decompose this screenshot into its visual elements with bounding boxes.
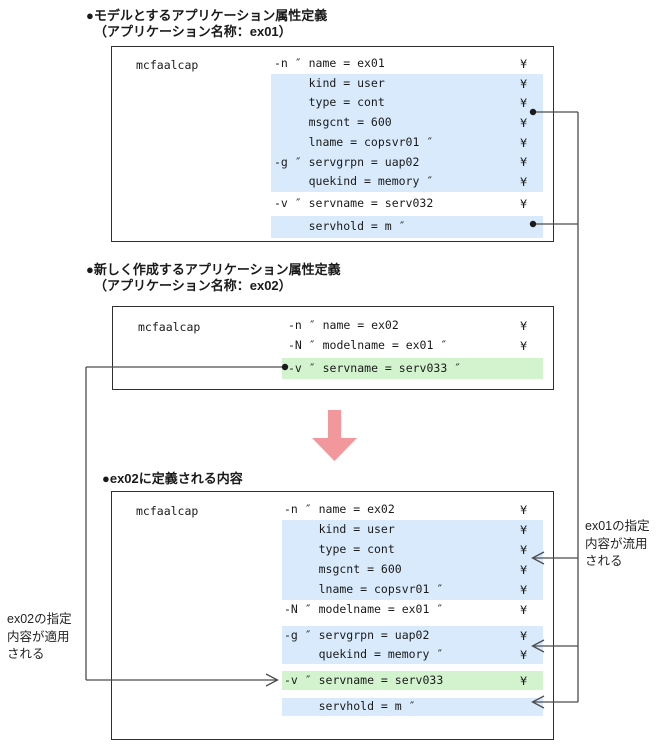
definition-line: -N ″ modelname = ex01 ″ ¥ bbox=[282, 600, 543, 620]
definition-line: msgcnt = 600 ¥ bbox=[271, 113, 543, 133]
definition-line: -n ″ name = ex01 ¥ bbox=[271, 54, 543, 74]
line-continuation-symbol: ¥ bbox=[520, 155, 527, 170]
line-continuation-symbol: ¥ bbox=[520, 673, 527, 688]
definition-text: lname = copsvr01 ″ bbox=[274, 134, 434, 149]
definition-text: servhold = m ″ bbox=[274, 218, 406, 233]
definition-line: quekind = memory ″ ¥ bbox=[282, 645, 543, 664]
definition-text: quekind = memory ″ bbox=[274, 174, 434, 189]
definition-line: servhold = m ″ bbox=[271, 215, 543, 238]
line-continuation-symbol: ¥ bbox=[520, 115, 527, 130]
line-continuation-symbol: ¥ bbox=[520, 196, 527, 211]
definition-text: -N ″ modelname = ex01 ″ bbox=[284, 602, 444, 617]
definition-text: -v ″ servname = serv033 ″ bbox=[288, 360, 462, 375]
definition-text: quekind = memory ″ bbox=[284, 646, 444, 661]
down-arrow-icon bbox=[312, 410, 357, 461]
definition-line: type = cont ¥ bbox=[282, 540, 543, 560]
annotation-line: される bbox=[585, 554, 623, 568]
line-continuation-symbol: ¥ bbox=[520, 135, 527, 150]
definition-text: lname = copsvr01 ″ bbox=[284, 582, 444, 597]
definition-text: -N ″ modelname = ex01 ″ bbox=[288, 337, 448, 352]
line-continuation-symbol: ¥ bbox=[520, 543, 527, 557]
section1-heading: ●モデルとするアプリケーション属性定義 bbox=[86, 8, 328, 23]
annotation-line: ex01の指定 bbox=[585, 519, 650, 533]
definition-lines: -n ″ name = ex02¥-N ″ modelname = ex01 ″… bbox=[282, 316, 543, 379]
definition-text: -g ″ servgrpn = uap02 bbox=[274, 154, 420, 169]
line-continuation-symbol: ¥ bbox=[520, 174, 527, 189]
definition-text: type = cont bbox=[274, 95, 385, 110]
definition-line: -g ″ servgrpn = uap02 ¥ bbox=[271, 152, 543, 173]
command-name: mcfaalcap bbox=[138, 320, 201, 334]
definition-text: msgcnt = 600 bbox=[284, 562, 402, 577]
section2-heading: ●新しく作成するアプリケーション属性定義 bbox=[86, 262, 341, 277]
definition-text: -v ″ servname = serv032 bbox=[274, 195, 434, 210]
definition-line: -g ″ servgrpn = uap02 ¥ bbox=[282, 626, 543, 645]
line-continuation-symbol: ¥ bbox=[520, 318, 527, 333]
definition-text: -n ″ name = ex02 bbox=[284, 502, 395, 517]
section1-subheading: （アプリケーション名称：ex01） bbox=[94, 24, 292, 39]
definition-text: -n ″ name = ex02 bbox=[288, 318, 399, 333]
definition-line: kind = user ¥ bbox=[271, 73, 543, 94]
command-name: mcfaalcap bbox=[136, 58, 199, 72]
line-continuation-symbol: ¥ bbox=[520, 563, 527, 577]
annotation-line: 内容が流用 bbox=[585, 536, 648, 551]
definition-lines: -n ″ name = ex02 ¥ kind = user ¥ type = co… bbox=[282, 500, 543, 716]
line-continuation-symbol: ¥ bbox=[520, 583, 527, 597]
definition-lines: -n ″ name = ex01 ¥ kind = user ¥ type = co… bbox=[271, 54, 543, 238]
definition-text: -n ″ name = ex01 bbox=[274, 56, 385, 71]
annotation-line: ex02の指定 bbox=[7, 612, 72, 626]
definition-line: -n ″ name = ex02 ¥ bbox=[282, 316, 543, 336]
line-continuation-symbol: ¥ bbox=[520, 628, 527, 643]
definition-text: kind = user bbox=[284, 522, 395, 537]
line-continuation-symbol: ¥ bbox=[520, 647, 527, 662]
command-name: mcfaalcap bbox=[136, 504, 199, 518]
line-continuation-symbol: ¥ bbox=[520, 96, 527, 111]
definition-text: -g ″ servgrpn = uap02 bbox=[284, 627, 430, 642]
definition-line: -n ″ name = ex02 ¥ bbox=[282, 500, 543, 520]
definition-line: kind = user ¥ bbox=[282, 520, 543, 540]
definition-line: lname = copsvr01 ″ ¥ bbox=[282, 580, 543, 600]
line-continuation-symbol: ¥ bbox=[520, 523, 527, 537]
section2-subheading: （アプリケーション名称：ex02） bbox=[94, 278, 292, 293]
line-continuation-symbol: ¥ bbox=[520, 603, 527, 617]
line-continuation-symbol: ¥ bbox=[520, 56, 527, 71]
definition-text: msgcnt = 600 bbox=[274, 115, 392, 130]
definition-line: -v ″ servname = serv033 ″ bbox=[282, 357, 543, 379]
annotation-line: 内容が適用 bbox=[7, 629, 70, 644]
definition-line: type = cont ¥ bbox=[271, 93, 543, 114]
definition-line: msgcnt = 600 ¥ bbox=[282, 560, 543, 580]
annotation-line: される bbox=[7, 647, 45, 661]
definition-line: quekind = memory ″ ¥ bbox=[271, 172, 543, 192]
definition-text: kind = user bbox=[274, 75, 385, 90]
definition-line: servhold = m ″ bbox=[282, 698, 543, 716]
definition-line: lname = copsvr01 ″ ¥ bbox=[271, 132, 543, 153]
definition-text: type = cont bbox=[284, 542, 395, 557]
apply-annotation: ex02の指定 内容が適用 される bbox=[7, 611, 72, 664]
line-continuation-symbol: ¥ bbox=[520, 76, 527, 91]
definition-text: -v ″ servname = serv033 bbox=[284, 672, 444, 687]
model-definition-box: mcfaalcap -n ″ name = ex01 ¥ kind = user ¥… bbox=[111, 46, 554, 242]
line-continuation-symbol: ¥ bbox=[520, 503, 527, 517]
definition-line: -v ″ servname = serv033 ¥ bbox=[282, 671, 543, 690]
section3-heading: ●ex02に定義される内容 bbox=[102, 471, 243, 486]
reuse-annotation: ex01の指定 内容が流用 される bbox=[585, 518, 650, 571]
new-definition-box: mcfaalcap -n ″ name = ex02¥-N ″ modelnam… bbox=[112, 306, 554, 390]
line-continuation-symbol: ¥ bbox=[520, 338, 527, 353]
definition-text: servhold = m ″ bbox=[284, 699, 416, 714]
result-definition-box: mcfaalcap -n ″ name = ex02 ¥ kind = user ¥… bbox=[111, 491, 554, 740]
definition-line: -v ″ servname = serv032 ¥ bbox=[271, 194, 543, 214]
definition-line: -N ″ modelname = ex01 ″ ¥ bbox=[282, 336, 543, 356]
